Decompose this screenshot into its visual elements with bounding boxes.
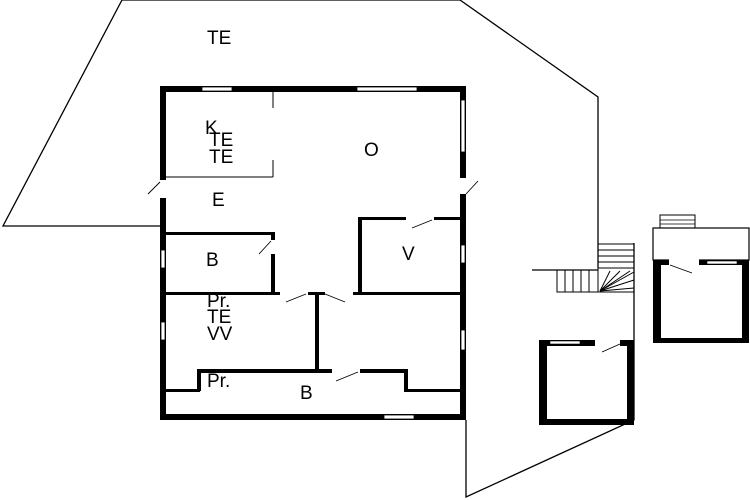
stairs bbox=[556, 243, 635, 293]
door-openings[interactable] bbox=[159, 178, 467, 374]
windows bbox=[160, 86, 466, 420]
label-room-vv: VV bbox=[207, 324, 233, 345]
label-lower-pr: Pr. bbox=[207, 371, 230, 392]
label-room-te: TE bbox=[207, 307, 231, 328]
label-terrace: TE bbox=[207, 28, 231, 49]
door-swings bbox=[147, 180, 479, 382]
annex-lower bbox=[539, 340, 634, 425]
label-kitchen-te1: TE bbox=[209, 130, 233, 151]
label-storage-v: V bbox=[402, 244, 415, 265]
label-room-pr: Pr. bbox=[207, 291, 230, 312]
label-living: O bbox=[364, 140, 379, 161]
label-lower-b: B bbox=[300, 383, 313, 404]
label-entrance: E bbox=[212, 190, 225, 211]
label-kitchen-k: K bbox=[205, 118, 218, 139]
annex-right bbox=[652, 214, 750, 343]
label-kitchen-te2: TE bbox=[209, 147, 233, 168]
label-bath-upper: B bbox=[206, 250, 219, 271]
thin-walls bbox=[166, 92, 274, 178]
